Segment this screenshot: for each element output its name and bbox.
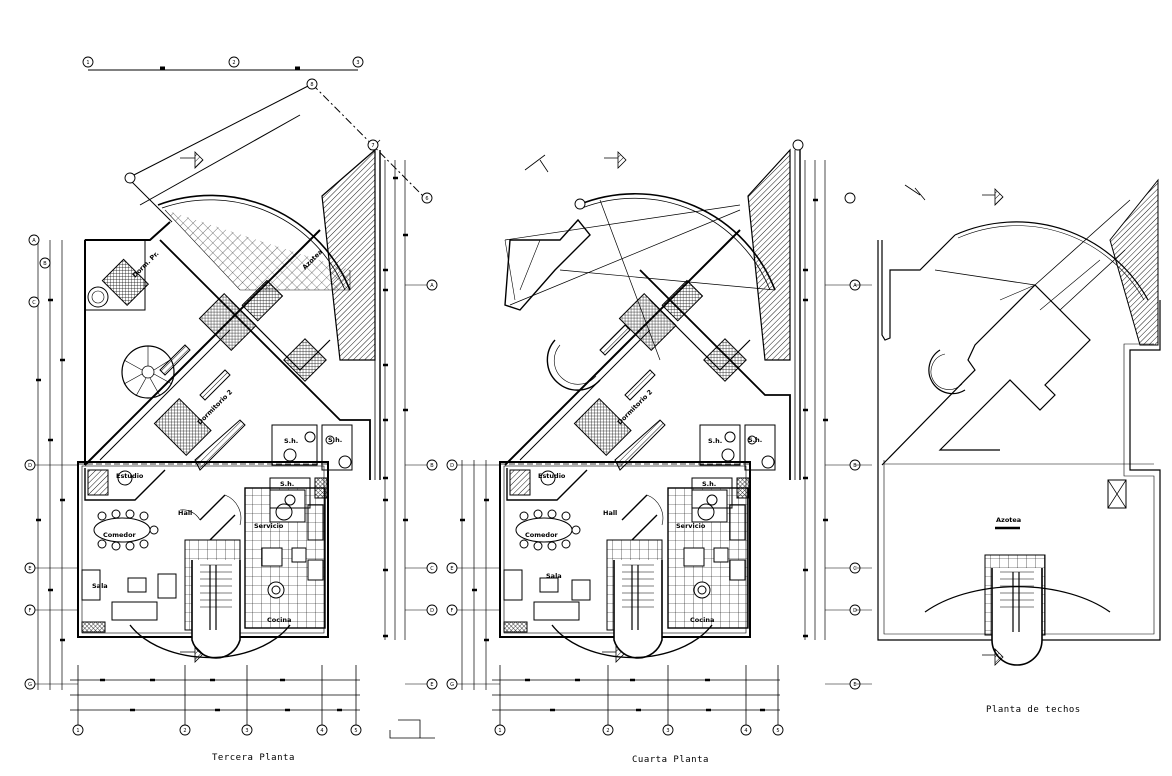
axis2-right-c: C <box>853 566 857 572</box>
axis-diag-1: 8 <box>310 82 313 88</box>
room-label-comedor-2: Comedor <box>525 531 559 539</box>
room-label-sh2: S.h. <box>328 436 342 444</box>
plan-techos <box>855 178 1161 685</box>
axis-right-d: D <box>430 608 434 614</box>
room-label-cocina-2: Cocina <box>690 616 714 624</box>
axis2-right-d: D <box>853 608 857 614</box>
axis-bottom-1: 1 <box>76 728 79 734</box>
axis-left-f: F <box>29 608 32 614</box>
room-label-sh3: S.h. <box>280 480 294 488</box>
axis-right-c: C <box>430 566 434 572</box>
room-label-sala: Sala <box>92 582 108 590</box>
axis-top-1: 1 <box>86 60 89 66</box>
axis-left-a: A <box>32 238 36 244</box>
axis-bottom-5: 5 <box>354 728 357 734</box>
axis-bottom-2: 2 <box>183 728 186 734</box>
axis-diag-3: 6 <box>425 196 428 202</box>
room-label-servicio: Servicio <box>254 522 284 530</box>
axis-right-e: E <box>430 682 433 688</box>
room-label-sh1: S.h. <box>284 437 298 445</box>
axis-left-c: C <box>32 300 36 306</box>
room-label-sala-2: Sala <box>546 572 562 580</box>
axis2-left-g: G <box>450 682 454 688</box>
axis-bottom-4: 4 <box>320 728 323 734</box>
room-label-estudio: Estudio <box>116 472 144 480</box>
plan-cuarta <box>452 148 855 728</box>
room-label-sh3-2: S.h. <box>702 480 716 488</box>
axis2-bottom-5: 5 <box>776 728 779 734</box>
room-label-sh2-2: S.h. <box>748 436 762 444</box>
axis-right-a: A <box>430 283 434 289</box>
caption-cuarta-planta: Cuarta Planta <box>632 755 709 765</box>
room-label-servicio-2: Servicio <box>676 522 706 530</box>
room-label-hall: Hall <box>178 509 192 517</box>
axis2-right-b: B <box>853 463 857 469</box>
room-label-dorm-pr: Dorm. Pr. <box>131 250 161 280</box>
room-label-azotea-roof: Azotea <box>996 516 1021 524</box>
axis2-left-d: D <box>450 463 454 469</box>
plan-cuarta-axes <box>446 139 861 736</box>
axis2-left-e: E <box>450 566 453 572</box>
axis2-right-a: A <box>853 283 857 289</box>
room-label-cocina: Cocina <box>267 616 291 624</box>
axis2-bottom-1: 1 <box>498 728 501 734</box>
axis-diag-2: 7 <box>371 143 374 149</box>
axis2-bottom-3: 3 <box>666 728 669 734</box>
plan-tercera <box>30 66 435 739</box>
axis-labels: 1 2 3 8 7 6 A B C D E F G A B C D E 1 2 … <box>28 60 857 734</box>
room-label-comedor: Comedor <box>103 531 137 539</box>
axis-bottom-3: 3 <box>245 728 248 734</box>
plan-techos-labels: Azotea <box>996 516 1021 524</box>
axis-top-2: 2 <box>232 60 235 66</box>
axis2-bottom-4: 4 <box>744 728 747 734</box>
axis2-right-e: E <box>853 682 856 688</box>
caption-tercera-planta: Tercera Planta <box>212 753 295 763</box>
axis2-bottom-2: 2 <box>606 728 609 734</box>
axis-left-g: G <box>28 682 32 688</box>
room-label-hall-2: Hall <box>603 509 617 517</box>
axis2-left-f: F <box>451 608 454 614</box>
room-label-sh1-2: S.h. <box>708 437 722 445</box>
room-label-estudio-2: Estudio <box>538 472 566 480</box>
axis-left-e: E <box>28 566 31 572</box>
axis-left-d: D <box>28 463 32 469</box>
axis-left-b: B <box>43 261 47 267</box>
caption-planta-techos: Planta de techos <box>986 705 1081 715</box>
plan-tercera-axes <box>24 56 438 736</box>
axis-top-3: 3 <box>356 60 359 66</box>
axis-right-b: B <box>430 463 434 469</box>
